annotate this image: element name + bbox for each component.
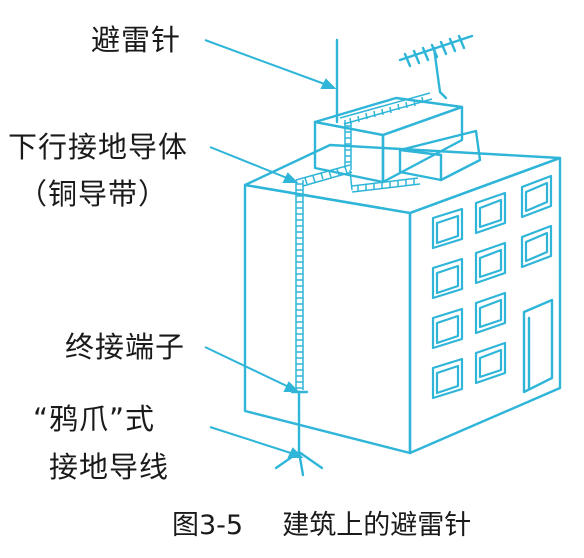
leader-lines [204,39,337,458]
label-ground-wire: 接地导线 [49,450,170,484]
windows [431,174,553,400]
rooftop-block-top [313,96,464,137]
label-crowfoot: “鸦爪”式 [33,402,156,436]
terminal [290,390,309,417]
building-front-face [243,183,412,455]
copper-conductor-strip [295,92,433,390]
label-copper-strip: （铜导带） [18,177,169,211]
building-roof [243,143,562,215]
crowfoot-ground-wire [274,413,324,477]
figure-number: 图3-5 [172,510,244,541]
door [522,298,554,394]
figure-title: 建筑上的避雷针 [282,510,472,541]
rooftop-small-box [398,129,482,182]
figure-caption: 图3-5 建筑上的避雷针 [172,512,471,539]
antenna [398,34,474,100]
label-lightning-rod: 避雷针 [91,23,182,57]
label-down-conductor: 下行接地导体 [8,130,189,164]
label-terminal: 终接端子 [65,330,186,364]
